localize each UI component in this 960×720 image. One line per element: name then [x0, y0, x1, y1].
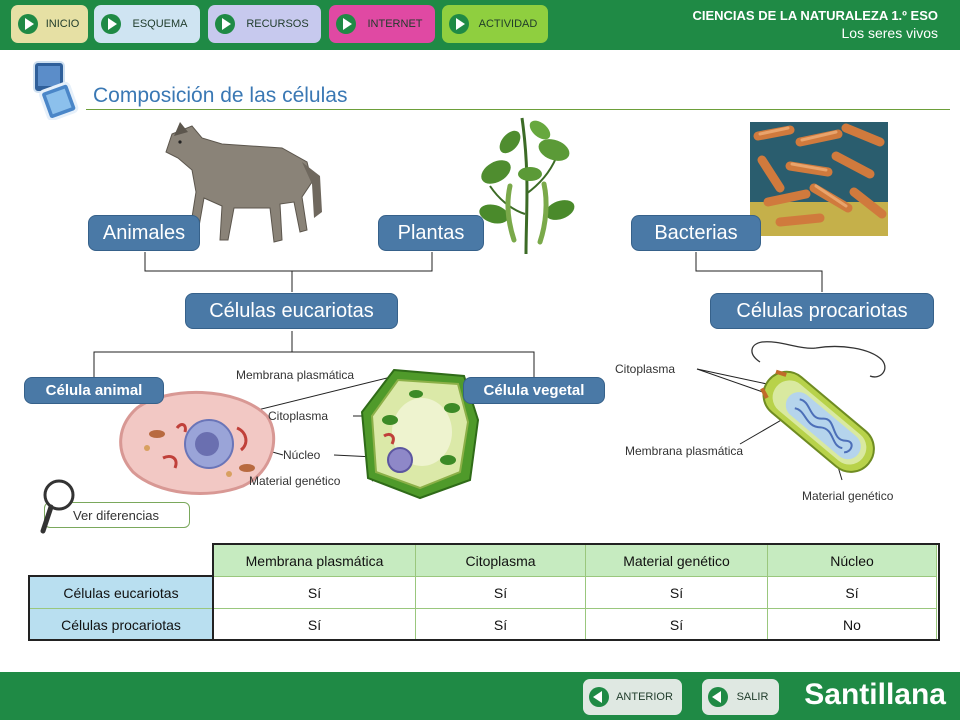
nav-actividad-label: ACTIVIDAD: [478, 18, 538, 30]
back-arrow-icon: [708, 687, 728, 707]
nav-esquema-button[interactable]: ESQUEMA: [94, 5, 200, 43]
play-icon: [215, 14, 235, 34]
course-info: CIENCIAS DE LA NATURALEZA 1.º ESO Los se…: [692, 8, 938, 41]
table-row-header: Células eucariotas: [28, 576, 214, 609]
table-header-row: Membrana plasmática Citoplasma Material …: [28, 544, 937, 577]
plant-image: [479, 117, 575, 254]
table-cell: Sí: [415, 608, 586, 641]
annotation-material: Material genético: [249, 474, 341, 488]
annotation-bact-membrana: Membrana plasmática: [625, 444, 744, 458]
annotation-bact-citoplasma: Citoplasma: [615, 362, 676, 376]
ver-diferencias-button[interactable]: Ver diferencias: [40, 479, 190, 534]
nav-internet-label: INTERNET: [367, 18, 423, 30]
anterior-label: ANTERIOR: [616, 691, 673, 703]
table-cell: Sí: [415, 576, 586, 609]
nav-inicio-label: INICIO: [45, 18, 80, 30]
table-cell: Sí: [213, 608, 416, 641]
table-cell: Sí: [213, 576, 416, 609]
wolf-image: [165, 122, 322, 243]
annotation-membrana: Membrana plasmática: [236, 368, 355, 382]
table-cell: No: [767, 608, 937, 641]
ver-diferencias-label: Ver diferencias: [73, 508, 159, 523]
table-cell: Sí: [767, 576, 937, 609]
label-bacterias: Bacterias: [631, 215, 761, 251]
table-cell: Sí: [585, 608, 768, 641]
table-row: Células eucariotas Sí Sí Sí Sí: [28, 576, 937, 609]
animal-cell-image: [119, 390, 276, 495]
play-icon: [101, 14, 121, 34]
label-celula-animal: Célula animal: [24, 377, 164, 404]
table-frame-rowheaders: [28, 575, 214, 641]
table-header-cell: Núcleo: [767, 544, 937, 577]
label-plantas: Plantas: [378, 215, 484, 251]
table-row: Células procariotas Sí Sí Sí No: [28, 608, 937, 641]
play-icon: [18, 14, 38, 34]
salir-button[interactable]: SALIR: [702, 679, 779, 715]
table-header-cell: Membrana plasmática: [213, 544, 416, 577]
nav-recursos-label: RECURSOS: [246, 18, 309, 30]
course-unit: Los seres vivos: [841, 25, 938, 41]
table-frame: [212, 543, 940, 641]
page-title: Composición de las células: [93, 84, 348, 107]
annotation-citoplasma: Citoplasma: [268, 409, 329, 423]
label-celula-vegetal: Célula vegetal: [463, 377, 605, 404]
anterior-button[interactable]: ANTERIOR: [583, 679, 682, 715]
nav-esquema-label: ESQUEMA: [132, 18, 188, 30]
label-animales: Animales: [88, 215, 200, 251]
label-celulas-eucariotas: Células eucariotas: [185, 293, 398, 329]
nav-recursos-button[interactable]: RECURSOS: [208, 5, 321, 43]
nav-internet-button[interactable]: INTERNET: [329, 5, 435, 43]
annotation-bact-material: Material genético: [802, 489, 894, 503]
bottom-bar: [0, 672, 960, 720]
comparison-table: Membrana plasmática Citoplasma Material …: [28, 544, 937, 641]
table-header-cell: Citoplasma: [415, 544, 586, 577]
table-header-cell: Material genético: [585, 544, 768, 577]
nav-actividad-button[interactable]: ACTIVIDAD: [442, 5, 548, 43]
bacterium-image: [751, 341, 886, 473]
table-row-header: Células procariotas: [28, 608, 214, 641]
annotation-nucleo: Núcleo: [283, 448, 321, 462]
title-divider: [86, 109, 950, 110]
table-corner: [28, 544, 214, 577]
label-celulas-procariotas: Células procariotas: [710, 293, 934, 329]
magnifier-icon: [40, 479, 75, 534]
course-subject: CIENCIAS DE LA NATURALEZA 1.º ESO: [692, 8, 938, 23]
bacteria-image: [750, 122, 888, 236]
table-cell: Sí: [585, 576, 768, 609]
plant-cell-image: [360, 368, 480, 500]
play-icon: [449, 14, 469, 34]
salir-label: SALIR: [736, 691, 769, 703]
nav-inicio-button[interactable]: INICIO: [11, 5, 88, 43]
windows-icon: [33, 61, 79, 120]
brand-logo: Santillana: [804, 678, 946, 711]
play-icon: [336, 14, 356, 34]
back-arrow-icon: [589, 687, 609, 707]
